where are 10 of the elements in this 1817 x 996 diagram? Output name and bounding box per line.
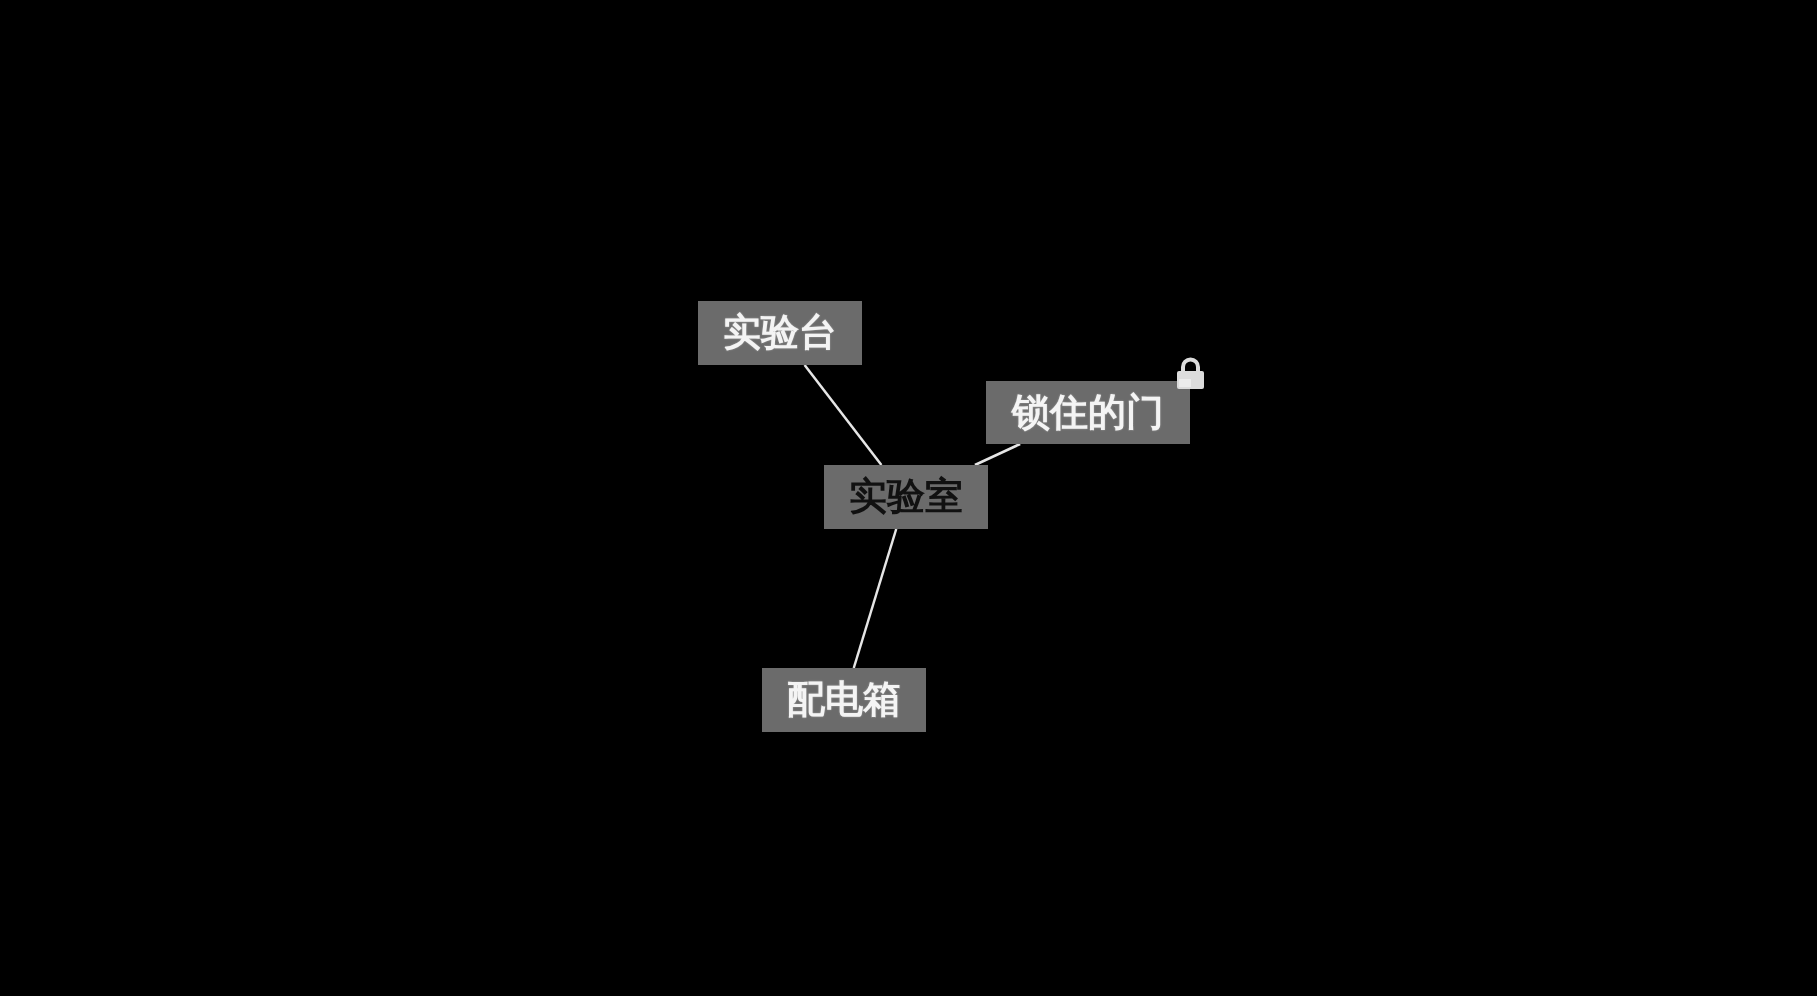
location-label: 锁住的门: [1012, 391, 1164, 434]
location-box: [824, 465, 988, 529]
connector-line: [974, 442, 1021, 467]
location-box: [762, 668, 926, 732]
location-label: 配电箱: [787, 679, 901, 721]
location-label: 实验台: [723, 312, 837, 354]
location-label: 实验室: [849, 476, 963, 518]
connector-line: [803, 364, 883, 466]
location-box: [698, 301, 862, 365]
connector-line: [852, 528, 898, 669]
